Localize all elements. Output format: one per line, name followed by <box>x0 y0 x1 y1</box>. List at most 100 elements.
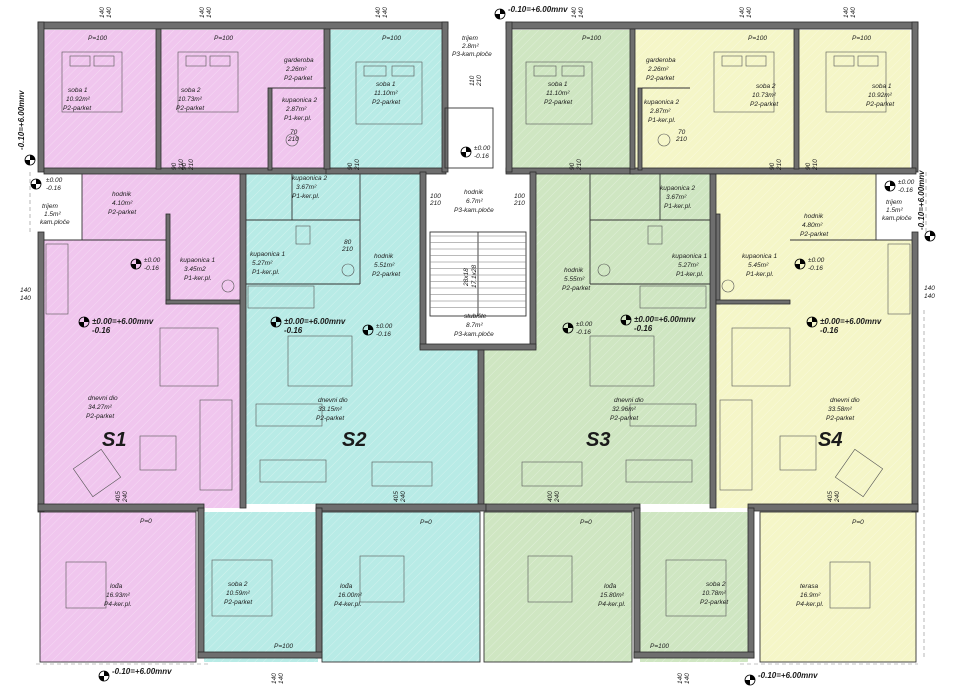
room-s3-dnevni: dnevni dio 32.96m² P2-parket <box>610 397 644 422</box>
svg-text:100: 100 <box>430 193 441 200</box>
elevation-marker-outer: -0.10=+6.00mnv <box>744 671 818 686</box>
room-s3-kupaonica1: kupaonica 1 5.27m² P1-ker.pl. <box>672 253 707 278</box>
door-dim: 405 240 <box>393 491 407 503</box>
door-dim: 100 210 <box>513 193 525 207</box>
room-floor: P1-ker.pl. <box>292 193 320 200</box>
elev-main: ±0.00=+6.00mnv <box>92 317 154 326</box>
elev-small: ±0.00 <box>144 257 161 264</box>
svg-text:405: 405 <box>115 491 122 502</box>
elev-small: ±0.00 <box>898 179 915 186</box>
room-name: hodnik <box>804 213 824 220</box>
svg-text:140: 140 <box>20 287 31 294</box>
elevation-marker-small: ±0.00 -0.16 <box>30 177 63 192</box>
door-dim: 90 210 <box>805 159 819 171</box>
room-area: 10.92m² <box>868 92 893 99</box>
room-area: 34.27m² <box>88 404 113 411</box>
room-area: 10.73m² <box>178 96 203 103</box>
room-name: trijem <box>42 203 58 210</box>
elev-main-sub: -0.16 <box>820 326 839 335</box>
room-floor: P2-parket <box>562 285 591 292</box>
elevation-marker: ±0.00=+6.00mnv -0.16 <box>620 314 696 333</box>
elev-small-sub: -0.16 <box>46 185 61 192</box>
room-floor: P2-parket <box>826 415 855 422</box>
svg-text:100: 100 <box>514 193 525 200</box>
elevation-marker-small: ±0.00 -0.16 <box>884 179 915 194</box>
hatch-overlay <box>716 174 876 240</box>
svg-text:140: 140 <box>571 7 578 18</box>
room-floor: P1-ker.pl. <box>746 271 774 278</box>
room-floor: P2-parket <box>372 271 401 278</box>
hatch-overlay <box>82 174 242 240</box>
hatch-overlay <box>330 30 442 170</box>
room-s1-lodja: P=0 lođa 16.93m² P4-ker.pl. <box>104 518 152 608</box>
room-area: 11.10m² <box>374 90 398 97</box>
room-floor: P2-parket <box>316 415 345 422</box>
room-floor: P2-parket <box>750 101 779 108</box>
room-p: P=100 <box>852 35 871 42</box>
room-area: 8.7m² <box>466 322 483 329</box>
room-floor: P4-ker.pl. <box>104 601 132 608</box>
elev-main: ±0.00=+6.00mnv <box>820 317 882 326</box>
hatch-overlay <box>160 30 270 170</box>
window-dim: 140 140 <box>677 673 691 684</box>
svg-text:240: 240 <box>554 491 561 503</box>
room-area: 3.45m2 <box>184 266 206 273</box>
room-name: garderoba <box>646 57 676 64</box>
room-p: P=100 <box>382 35 401 42</box>
svg-text:80: 80 <box>344 239 352 246</box>
elev-outer: -0.10=+6.00mnv <box>917 170 926 230</box>
window-dim: 140 140 <box>375 7 389 18</box>
elevation-marker-small: ±0.00 -0.16 <box>794 257 825 272</box>
door-dim: 110 210 <box>469 75 483 87</box>
svg-text:140: 140 <box>684 673 691 684</box>
room-area: 1.5m² <box>886 207 903 214</box>
room-floor: P2-parket <box>700 599 729 606</box>
room-name: dnevni dio <box>614 397 644 404</box>
window-dim: 140 140 <box>924 285 935 300</box>
elevation-marker-small: ±0.00 -0.16 <box>460 145 491 160</box>
svg-text:140: 140 <box>106 7 113 18</box>
room-s2-soba2: soba 2 10.59m² P2-parket P=100 <box>224 581 293 650</box>
room-s1-trijem: trijem 1.5m² kam.ploče <box>40 203 70 226</box>
room-s3-kupaonica2: kupaonica 2 3.67m² P1-ker.pl. <box>660 185 695 210</box>
svg-text:210: 210 <box>812 159 819 171</box>
room-area: 5.45m² <box>748 262 769 269</box>
room-floor: P4-ker.pl. <box>334 601 362 608</box>
room-s4-trijem: trijem 1.5m² kam.ploče <box>882 199 912 222</box>
room-floor: P1-ker.pl. <box>284 115 312 122</box>
room-floor: P3-kam.ploče <box>454 207 494 214</box>
room-labels: P=100 soba 1 10.92m² P2-parket P=100 sob… <box>40 35 912 650</box>
room-name: soba 2 <box>228 581 248 588</box>
elev-small-sub: -0.16 <box>576 329 591 336</box>
room-area: 2.87m² <box>285 106 307 113</box>
door-dim: 90 210 <box>181 159 195 171</box>
room-floor: P2-parket <box>224 599 253 606</box>
room-s3-soba1: P=100 soba 1 11.10m² P2-parket <box>544 35 601 106</box>
room-fills <box>40 30 916 662</box>
room-s4-garderoba: garderoba 2.26m² P2-parket <box>646 57 676 82</box>
room-s1-kupaonica1: kupaonica 1 3.45m2 P1-ker.pl. <box>180 257 215 282</box>
room-s1-garderoba: garderoba 2.26m² P2-parket <box>284 57 314 82</box>
hatch-overlay <box>512 30 632 170</box>
svg-text:140: 140 <box>578 7 585 18</box>
room-s1-dnevni: dnevni dio 34.27m² P2-parket <box>86 395 118 420</box>
room-p: P=100 <box>214 35 233 42</box>
hatch-overlay <box>44 30 160 170</box>
room-name: lođa <box>340 583 353 590</box>
svg-text:140: 140 <box>206 7 213 18</box>
window-dim: 140 140 <box>199 7 213 18</box>
elev-main: ±0.00=+6.00mnv <box>634 315 696 324</box>
svg-text:140: 140 <box>924 293 935 300</box>
room-floor: P2-parket <box>646 75 675 82</box>
room-s4-hodnik: hodnik 4.80m² P2-parket <box>800 213 829 238</box>
room-name: soba 2 <box>706 581 726 588</box>
door-dim: 405 240 <box>115 491 129 503</box>
svg-text:210: 210 <box>576 159 583 171</box>
room-floor: P1-ker.pl. <box>664 203 692 210</box>
room-floor: P2-parket <box>544 99 573 106</box>
room-s1-soba2: P=100 soba 2 10.73m² P2-parket <box>176 35 233 112</box>
room-p: P=0 <box>852 519 864 526</box>
svg-text:210: 210 <box>341 246 353 253</box>
svg-text:90: 90 <box>347 162 354 170</box>
